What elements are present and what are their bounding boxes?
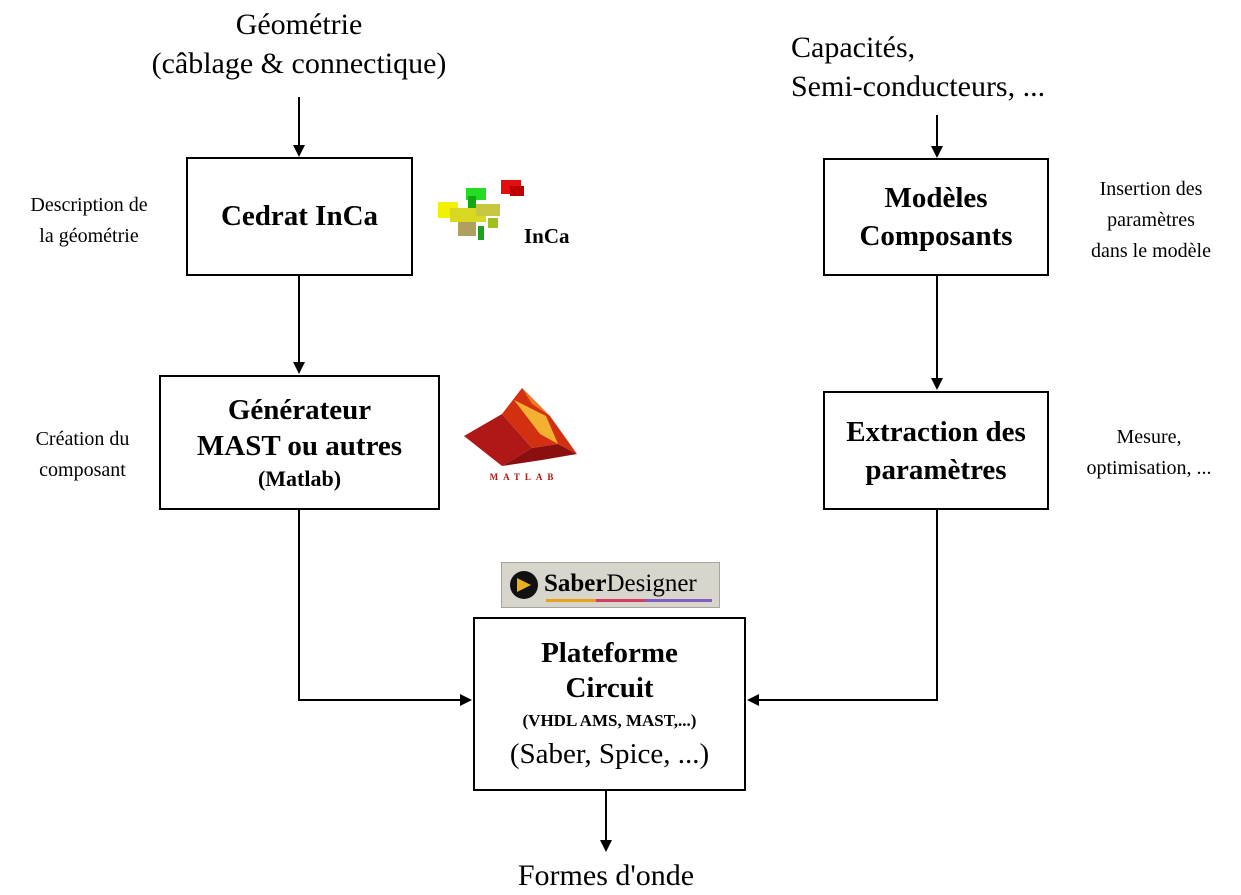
generator-line3: (Matlab): [257, 465, 342, 491]
components-label-line2: Semi-conducteurs, ...: [791, 70, 1046, 103]
inca-note-line1: Description de: [30, 194, 148, 216]
models-note-line1: Insertion des: [1099, 178, 1203, 200]
extraction-line2: paramètres: [865, 453, 1007, 486]
platform-box[interactable]: Plateforme Circuit (VHDL AMS, MAST,...) …: [473, 617, 746, 791]
saber-logo-icon: [510, 571, 538, 599]
arrow-extraction-to-platform: [747, 510, 938, 706]
generator-line1: Générateur: [227, 393, 372, 426]
platform-line3: (VHDL AMS, MAST,...): [522, 711, 697, 730]
matlab-logo: MATLAB: [462, 386, 580, 486]
extraction-note-line1: Mesure,: [1116, 426, 1182, 448]
inca-logo-graphic: [438, 180, 524, 240]
models-note-line2: paramètres: [1107, 209, 1195, 231]
extraction-box[interactable]: Extraction des paramètres: [823, 391, 1049, 510]
generator-line2: MAST ou autres: [196, 429, 403, 462]
models-line2: Composants: [859, 220, 1013, 252]
matlab-logo-graphic: [464, 388, 577, 466]
components-label: Capacités, Semi-conducteurs, ...: [791, 28, 1045, 106]
models-note: Insertion des paramètres dans le modèle: [1066, 174, 1236, 267]
saber-logo-text-rest: Designer: [606, 570, 697, 597]
components-label-line1: Capacités,: [791, 31, 916, 64]
geometry-label-line2: (câblage & connectique): [151, 47, 447, 80]
arrow-generator-to-platform: [298, 510, 472, 706]
platform-line1: Plateforme: [541, 637, 678, 669]
models-note-line3: dans le modèle: [1091, 240, 1211, 262]
platform-line2: Circuit: [565, 672, 654, 704]
saber-logo-text-bold: Saber: [544, 570, 607, 597]
extraction-line1: Extraction des: [846, 415, 1026, 448]
inca-box[interactable]: Cedrat InCa: [186, 157, 413, 276]
inca-logo: InCa: [436, 178, 586, 248]
inca-box-title: Cedrat InCa: [220, 200, 379, 232]
saber-logo-underline: [546, 599, 712, 602]
inca-logo-label: InCa: [524, 224, 570, 248]
saber-logo-text: SaberDesigner: [544, 570, 697, 598]
extraction-note-line2: optimisation, ...: [1086, 457, 1212, 479]
matlab-logo-label: MATLAB: [489, 472, 559, 482]
platform-line4: (Saber, Spice, ...): [509, 738, 710, 770]
inca-note-line2: la géométrie: [39, 225, 139, 247]
inca-note: Description de la géométrie: [0, 190, 178, 252]
generator-note-line2: composant: [39, 459, 126, 481]
models-box[interactable]: Modèles Composants: [823, 158, 1049, 276]
generator-note-line1: Création du: [35, 428, 130, 450]
geometry-label-line1: Géométrie: [235, 8, 363, 41]
generator-box[interactable]: Générateur MAST ou autres (Matlab): [159, 375, 440, 510]
extraction-note: Mesure, optimisation, ...: [1059, 422, 1239, 484]
generator-note: Création du composant: [10, 424, 155, 486]
geometry-label: Géométrie (câblage & connectique): [119, 5, 479, 83]
models-line1: Modèles: [884, 182, 988, 214]
saber-designer-logo: SaberDesigner: [501, 562, 720, 608]
waveforms-label: Formes d'onde: [517, 859, 695, 892]
